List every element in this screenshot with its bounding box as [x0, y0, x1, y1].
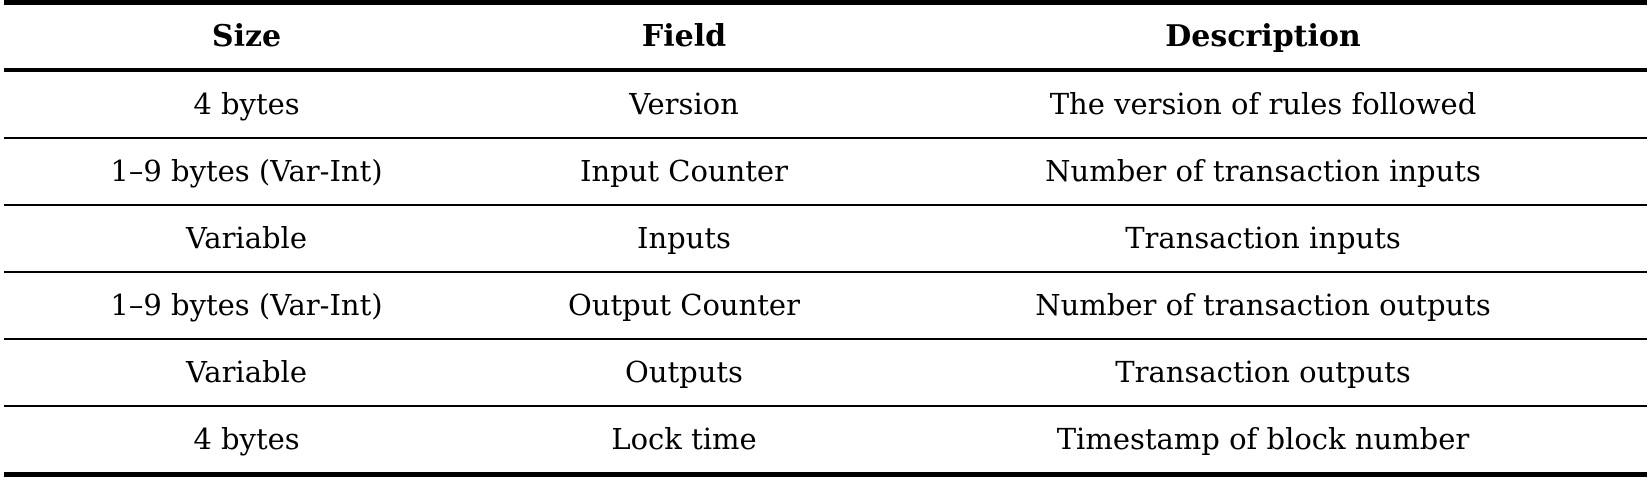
table-row: Variable Inputs Transaction inputs	[4, 205, 1647, 273]
table-row: 1–9 bytes (Var-Int) Output Counter Numbe…	[4, 272, 1647, 340]
column-header-description-label: Description	[1165, 19, 1361, 54]
column-header-field: Field	[489, 0, 879, 72]
column-header-description: Description	[879, 0, 1647, 72]
cell-description-value: Number of transaction inputs	[1045, 154, 1481, 188]
cell-size-value: 4 bytes	[193, 87, 300, 121]
column-header-field-label: Field	[641, 19, 727, 54]
cell-field: Input Counter	[489, 138, 879, 206]
cell-size-value: 4 bytes	[193, 422, 300, 456]
header-row: Size Field Description	[4, 0, 1647, 72]
cell-size: 4 bytes	[4, 70, 489, 139]
cell-field: Output Counter	[489, 272, 879, 340]
cell-field-value: Outputs	[625, 355, 743, 389]
table-row: 4 bytes Lock time Timestamp of block num…	[4, 406, 1647, 477]
cell-field: Outputs	[489, 339, 879, 407]
cell-size-value: 1–9 bytes (Var-Int)	[110, 288, 383, 322]
cell-size: 1–9 bytes (Var-Int)	[4, 138, 489, 206]
cell-description: Transaction outputs	[879, 339, 1647, 407]
cell-description-value: Number of transaction outputs	[1035, 288, 1491, 322]
cell-field: Lock time	[489, 406, 879, 477]
cell-description: Number of transaction inputs	[879, 138, 1647, 206]
cell-field-value: Input Counter	[580, 154, 788, 188]
cell-field: Inputs	[489, 205, 879, 273]
column-header-size-label: Size	[211, 19, 282, 54]
cell-size: Variable	[4, 205, 489, 273]
table-header: Size Field Description	[4, 0, 1647, 72]
cell-description: The version of rules followed	[879, 70, 1647, 139]
cell-field-value: Inputs	[637, 221, 731, 255]
cell-description: Number of transaction outputs	[879, 272, 1647, 340]
cell-size: 1–9 bytes (Var-Int)	[4, 272, 489, 340]
cell-description-value: Timestamp of block number	[1056, 422, 1470, 456]
cell-description: Transaction inputs	[879, 205, 1647, 273]
table-body: 4 bytes Version The version of rules fol…	[4, 70, 1647, 477]
cell-description-value: The version of rules followed	[1049, 87, 1477, 121]
table-row: Variable Outputs Transaction outputs	[4, 339, 1647, 407]
cell-description: Timestamp of block number	[879, 406, 1647, 477]
cell-size-value: Variable	[186, 355, 307, 389]
column-header-size: Size	[4, 0, 489, 72]
cell-size-value: 1–9 bytes (Var-Int)	[110, 154, 383, 188]
table-row: 4 bytes Version The version of rules fol…	[4, 70, 1647, 139]
transaction-structure-table: Size Field Description 4 bytes Version	[4, 0, 1647, 477]
table-row: 1–9 bytes (Var-Int) Input Counter Number…	[4, 138, 1647, 206]
cell-description-value: Transaction outputs	[1115, 355, 1411, 389]
cell-field-value: Output Counter	[568, 288, 800, 322]
cell-size: 4 bytes	[4, 406, 489, 477]
cell-size-value: Variable	[186, 221, 307, 255]
cell-field-value: Version	[629, 87, 739, 121]
cell-size: Variable	[4, 339, 489, 407]
cell-field-value: Lock time	[611, 422, 757, 456]
cell-description-value: Transaction inputs	[1125, 221, 1401, 255]
cell-field: Version	[489, 70, 879, 139]
